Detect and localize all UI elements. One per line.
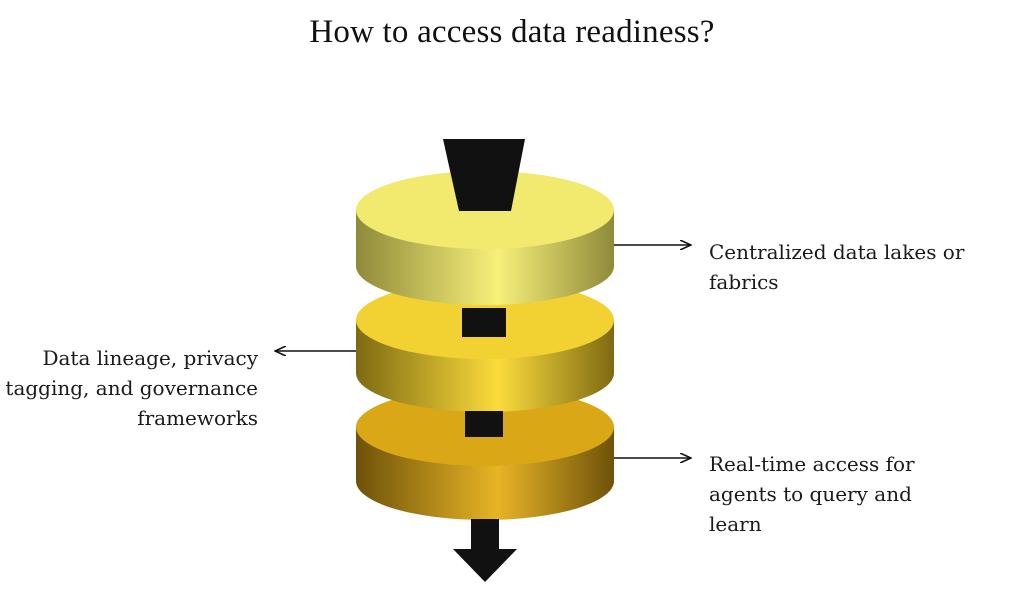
layer-2-label-line-1: Data lineage, privacy	[42, 346, 258, 370]
layer-1-label-line-1: Centralized data lakes or	[709, 240, 965, 264]
layer-1-label: Centralized data lakes or fabrics	[709, 237, 964, 297]
layer-2-label-line-3: frameworks	[137, 406, 258, 430]
layer-3-label-line-1: Real-time access for	[709, 452, 915, 476]
layer-3-label-line-2: agents to query and	[709, 482, 912, 506]
layer-2-label-line-2: tagging, and governance	[5, 376, 258, 400]
layer-3-label: Real-time access for agents to query and…	[709, 449, 915, 539]
connector-square-2	[465, 411, 503, 437]
funnel-input-shape	[443, 139, 525, 211]
layer-1-label-line-2: fabrics	[709, 270, 779, 294]
layer-3-label-line-3: learn	[709, 512, 762, 536]
diagram-title: How to access data readiness?	[309, 14, 715, 50]
output-arrow-shape	[453, 519, 517, 582]
layer-2-label: Data lineage, privacy tagging, and gover…	[5, 343, 258, 433]
connector-square-1	[462, 308, 506, 337]
layer-3-disc	[356, 388, 614, 520]
